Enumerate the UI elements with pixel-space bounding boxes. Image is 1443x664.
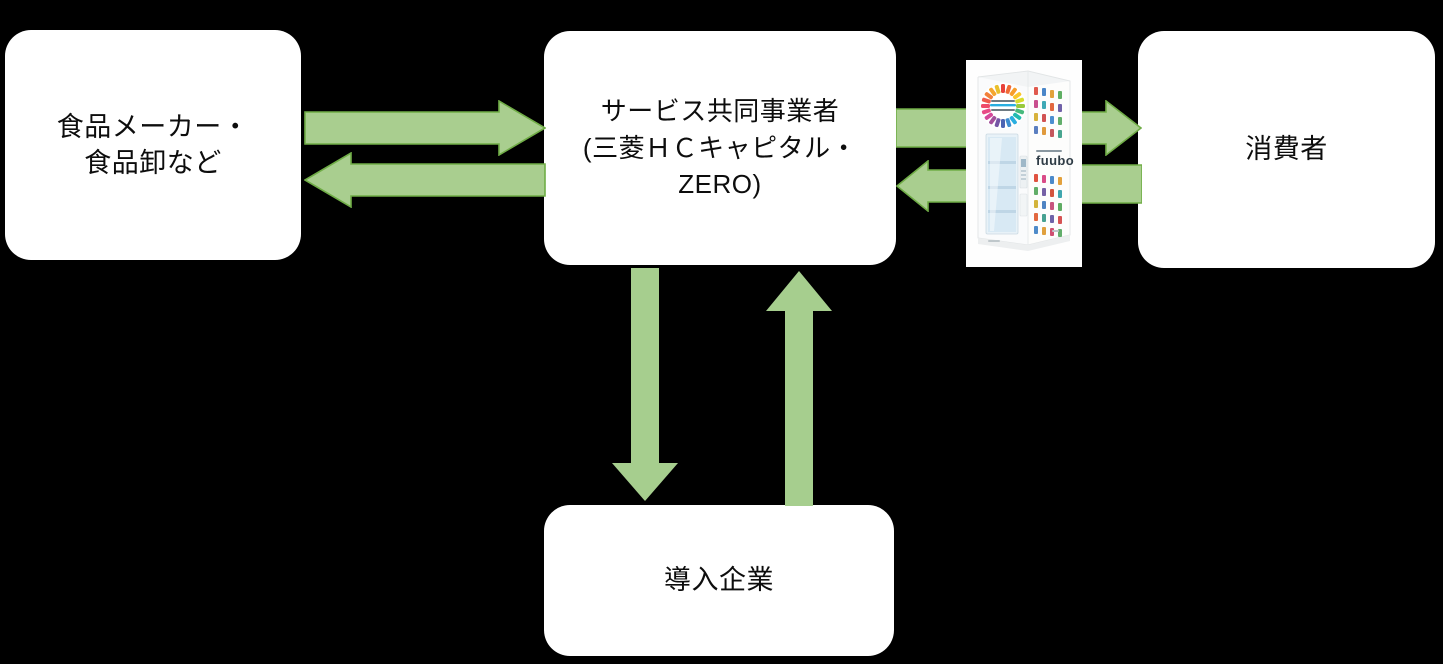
arrow-operator-to-supplier <box>304 152 546 208</box>
fuubo-brand-text: fuubo <box>1036 150 1074 168</box>
svg-text:fuubo: fuubo <box>1036 153 1074 168</box>
arrow-adopter-to-operator <box>764 270 834 506</box>
node-food-supplier[interactable]: 食品メーカー・ 食品卸など <box>5 30 301 260</box>
arrow-consumer-to-machine <box>1078 164 1142 204</box>
arrow-operator-to-adopter <box>610 268 680 502</box>
arrow-supplier-to-operator <box>304 100 546 156</box>
arrow-machine-to-operator <box>896 160 974 212</box>
node-adopting-company[interactable]: 導入企業 <box>544 505 894 656</box>
node-adopting-company-label: 導入企業 <box>664 565 774 596</box>
node-service-operator-label: サービス共同事業者 (三菱ＨＣキャピタル・ ZERO) <box>582 95 858 200</box>
product-icons-upper <box>1034 87 1062 138</box>
node-consumer-label: 消費者 <box>1245 134 1328 165</box>
node-food-supplier-label: 食品メーカー・ 食品卸など <box>56 111 250 178</box>
fuubo-logo-ring <box>980 83 1026 129</box>
arrow-machine-to-consumer <box>1078 100 1142 156</box>
arrow-operator-to-machine <box>896 108 974 148</box>
node-service-operator[interactable]: サービス共同事業者 (三菱ＨＣキャピタル・ ZERO) <box>544 31 896 265</box>
vending-machine-image: fuubo <box>966 60 1082 267</box>
node-consumer[interactable]: 消費者 <box>1138 31 1435 268</box>
